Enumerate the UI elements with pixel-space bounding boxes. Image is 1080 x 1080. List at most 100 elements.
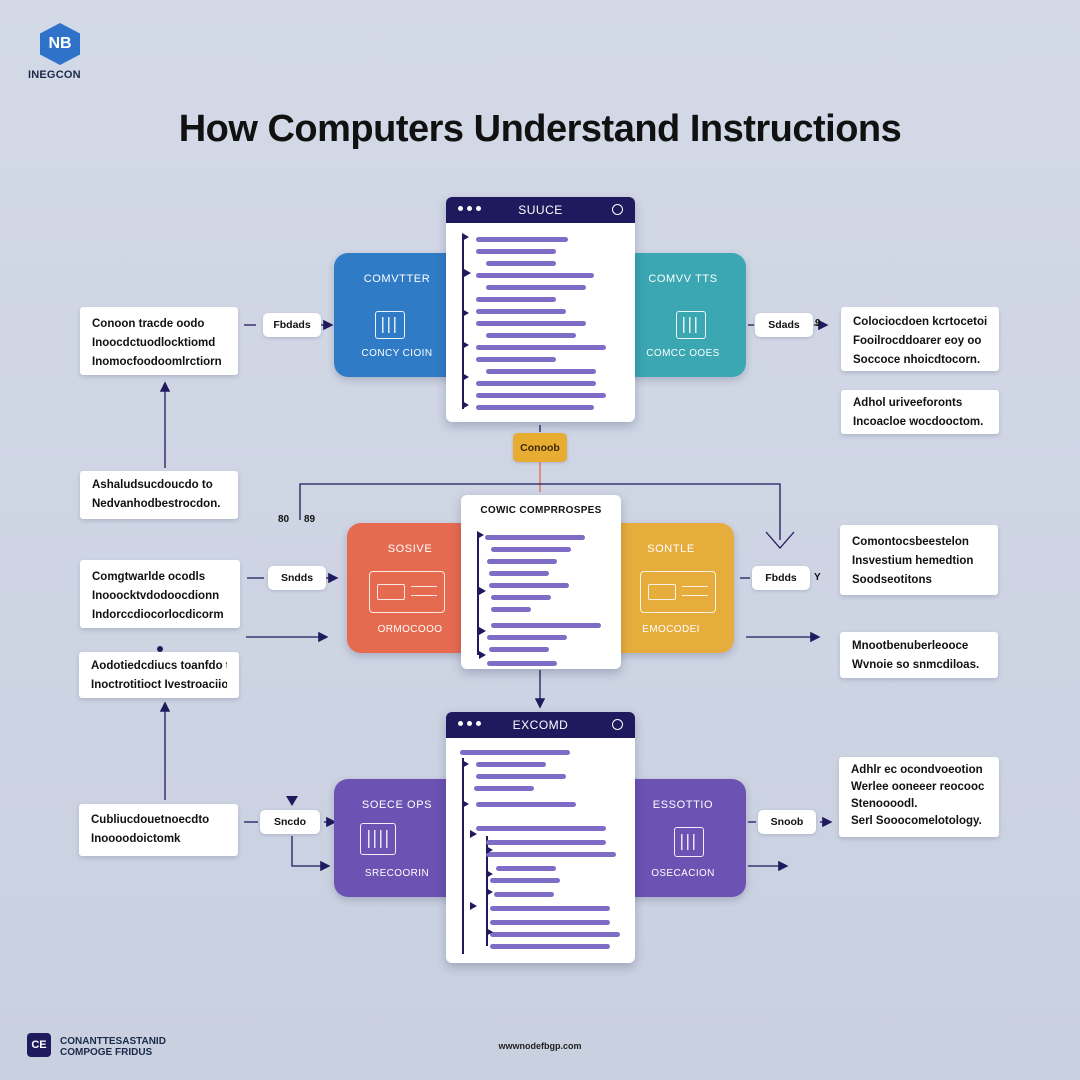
code-line [486, 285, 586, 290]
callout-line: Comontocsbeestelon [852, 536, 969, 548]
chip-icon [674, 827, 704, 857]
window-dots-icon [458, 721, 481, 726]
callout-line: Soccoce nhoicdtocorn. [853, 354, 981, 366]
step-pill-center: Conoob [513, 433, 567, 462]
callout-right-3: Comontocsbeestelon Insvestium hemedtion … [840, 525, 998, 595]
callout-line: Serl Sooocomelotology. [851, 815, 982, 827]
code-listing [446, 233, 635, 422]
code-marker-icon [486, 928, 493, 936]
panel-bottom-right: ESSOTTIO OSECACION [620, 779, 746, 897]
code-line [476, 237, 568, 242]
code-line [476, 802, 576, 807]
code-line [476, 393, 606, 398]
number-label: 80 [278, 514, 290, 525]
panel-title: SOECE OPS [361, 799, 433, 811]
code-line [486, 840, 606, 845]
page-title: How Computers Understand Instructions [178, 108, 902, 150]
code-line [496, 866, 556, 871]
callout-line: Ashaludsucdoucdo to [92, 479, 213, 491]
code-line [476, 309, 566, 314]
panel-mid-right: SONTLE EMOCODEI [608, 523, 734, 653]
code-line [476, 297, 556, 302]
code-rail [477, 535, 479, 655]
code-line [476, 249, 556, 254]
number-label: 89 [304, 514, 316, 525]
window-title: COWIC COMPRROSPES [480, 505, 602, 516]
window-titlebar: EXCOMD [446, 712, 635, 738]
code-line [476, 345, 606, 350]
callout-right-4: Mnootbenuberleooce Wvnoie so snmcdiloas. [840, 632, 998, 678]
panel-title: SOSIVE [387, 543, 433, 555]
code-line [486, 261, 556, 266]
code-marker-icon [486, 846, 493, 854]
callout-line: Aodotiedcdiucs toanfdo to [91, 660, 227, 672]
code-marker-icon [470, 902, 477, 910]
code-line [476, 405, 594, 410]
callout-line: Insvestium hemedtion [852, 555, 974, 567]
step-pill-top-left: Fbdads [263, 313, 321, 337]
code-marker-icon [479, 627, 486, 635]
code-line [491, 623, 601, 628]
code-line [486, 333, 576, 338]
callout-line: Werlee ooneeer reocooc [851, 781, 985, 793]
callout-line: Nedvanhodbestrocdon. [92, 498, 221, 510]
callout-left-1: Conoon tracde oodo Inoocdctuodlocktiomd … [80, 307, 238, 375]
window-control-icon[interactable] [612, 719, 623, 730]
code-line [491, 607, 531, 612]
callout-line: Inomocfoodoomlrctiorn [92, 356, 222, 368]
code-marker-icon [479, 651, 486, 659]
panel-top-left: COMVTTER CONCY CIOIN [334, 253, 460, 377]
step-pill-mid-left: Sndds [268, 566, 326, 590]
code-listing [461, 531, 621, 669]
footer-line: COMPOGE FRIDUS [60, 1047, 153, 1058]
code-window-top: SUUCE [446, 197, 635, 422]
window-dots-icon [458, 206, 481, 211]
code-line [490, 906, 610, 911]
panel-top-right: COMVV TTS COMCC OOES [620, 253, 746, 377]
callout-left-5: Cubliucdouetnoecdto Inoooodoictomk [79, 804, 238, 856]
code-marker-icon [462, 401, 469, 409]
code-line [491, 595, 551, 600]
window-titlebar: SUUCE [446, 197, 635, 223]
code-line [476, 321, 586, 326]
code-window-bottom: EXCOMD [446, 712, 635, 963]
code-marker-icon [486, 888, 493, 896]
window-title: SUUCE [518, 203, 563, 217]
callout-line: Inoooodoictomk [91, 833, 181, 845]
window-control-icon[interactable] [612, 204, 623, 215]
panel-title: COMVV TTS [648, 273, 718, 285]
code-marker-icon [462, 341, 469, 349]
callout-left-4: Aodotiedcdiucs toanfdo to Inoctrotitioct… [79, 652, 239, 698]
callout-line: Conoon tracde oodo [92, 318, 205, 330]
callout-line: Stenoooodl. [851, 798, 918, 810]
logo-text: INEGCON [28, 69, 81, 81]
code-line [476, 357, 556, 362]
panel-mid-left: SOSIVE ORMOCOOO [347, 523, 473, 653]
code-listing [446, 750, 635, 963]
callout-line: Adhlr ec ocondvoeotion [851, 764, 983, 776]
footer-url: wwwnodefbgp.com [498, 1041, 582, 1051]
callout-line: Inoctrotitioct Ivestroaciion. [91, 679, 227, 691]
code-line [476, 774, 566, 779]
code-rail [462, 237, 464, 409]
code-line [486, 852, 616, 857]
step-pill-bottom-right: Snoob [758, 810, 816, 834]
panel-title: ESSOTTIO [652, 799, 714, 811]
code-line [494, 892, 554, 897]
code-window-middle [461, 495, 621, 669]
arrow-label: 9 [815, 318, 821, 329]
code-line [487, 661, 557, 666]
window-icon [360, 823, 396, 855]
panel-subtitle: EMOCODEI [642, 624, 700, 635]
callout-line: Inoocdctuodlocktiomd [92, 337, 216, 349]
panel-subtitle: SRECOORIN [364, 868, 430, 879]
step-pill-bottom-left: Sncdo [260, 810, 320, 834]
callout-right-2: Adhol uriveeforonts Incoacloe wocdooctom… [841, 390, 999, 434]
code-marker-icon [462, 760, 469, 768]
code-marker-icon [470, 830, 477, 838]
code-line [489, 583, 569, 588]
callout-right-5: Adhlr ec ocondvoeotion Werlee ooneeer re… [839, 757, 999, 837]
callout-line: Adhol uriveeforonts [853, 397, 963, 409]
step-pill-mid-right: Fbdds [752, 566, 810, 590]
code-rail [462, 758, 464, 954]
